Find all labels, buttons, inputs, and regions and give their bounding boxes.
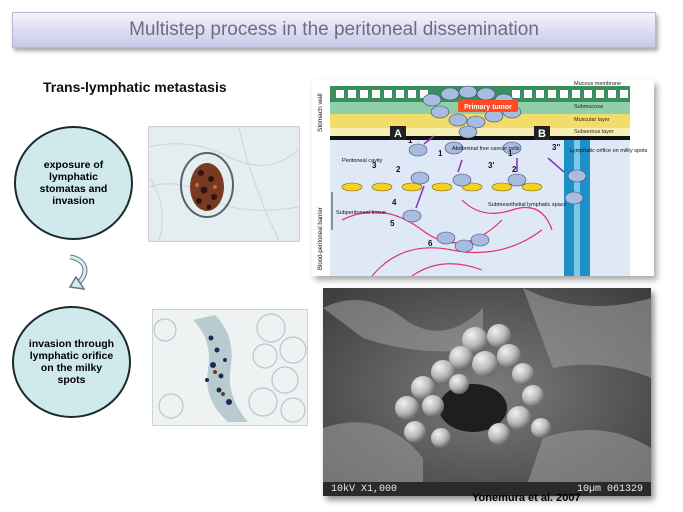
step-1-line: exposure of — [43, 159, 104, 171]
step-ellipse-2: invasion through lymphatic orifice on th… — [12, 306, 131, 418]
sem-scale-right: 10µm 061329 — [576, 483, 643, 495]
submesothelial-label: Submesothelial lymphatic space — [488, 202, 567, 208]
step-2-line: on the milky — [40, 362, 103, 374]
step-number: 5 — [390, 219, 395, 228]
micrograph-milky-spots — [152, 309, 308, 426]
layer-label: Submucosa — [574, 104, 604, 110]
step-ellipse-1: exposure of lymphatic stomatas and invas… — [14, 126, 133, 240]
step-number: 1 — [508, 149, 513, 158]
free-cells-label: Abdominal free cancer cells — [452, 146, 520, 152]
subperitoneal-label: Subperitoneal tissue — [336, 210, 386, 216]
layer-label: Mucous membrane — [574, 81, 621, 87]
title-banner: Multistep process in the peritoneal diss… — [12, 12, 656, 48]
step-2-line: spots — [57, 374, 86, 386]
step-number: 2 — [396, 165, 401, 174]
step-number: 3 — [372, 161, 377, 170]
step-number: 1 — [438, 149, 443, 158]
stomach-wall-label: Stomach wall — [317, 93, 324, 132]
panel-b-label: B — [538, 128, 546, 140]
curved-arrow-icon — [68, 254, 88, 290]
step-1-line: lymphatic — [48, 171, 98, 183]
page-title: Multistep process in the peritoneal diss… — [129, 19, 539, 40]
dissemination-diagram: Primary tumor Mucous membrane Submucosa … — [312, 80, 654, 277]
sem-micrograph: 10kV X1,000 10µm 061329 — [323, 288, 651, 496]
panel-a-label: A — [394, 128, 402, 140]
step-2-line: invasion through — [28, 338, 115, 350]
micrograph-stomata — [148, 126, 300, 242]
layer-label: Subserous layer — [574, 129, 614, 135]
step-number: 4 — [392, 198, 397, 207]
primary-tumor-label: Primary tumor — [464, 104, 512, 111]
barrier-label: Blood-peritoneal barrier — [318, 207, 324, 270]
sem-scale-left: 10kV X1,000 — [331, 483, 398, 495]
cavity-label: Peritoneal cavity — [342, 158, 383, 164]
step-number: 6 — [428, 239, 433, 248]
step-number: 3' — [488, 161, 494, 170]
citation: Yonemura et al. 2007 — [472, 492, 581, 504]
step-1-line: invasion — [52, 195, 95, 207]
section-heading: Trans-lymphatic metastasis — [43, 79, 227, 95]
step-2-line: lymphatic orifice — [29, 350, 114, 362]
step-number: 2 — [512, 165, 517, 174]
sem-scale-bar: 10kV X1,000 10µm 061329 — [323, 482, 651, 496]
step-number: 1 — [408, 136, 413, 145]
layer-label: Muscular layer — [574, 117, 610, 123]
step-number: 3'' — [552, 143, 560, 152]
orifice-label: Lymphatic orifice on milky spots — [570, 148, 648, 154]
step-1-line: stomatas and — [39, 183, 108, 195]
